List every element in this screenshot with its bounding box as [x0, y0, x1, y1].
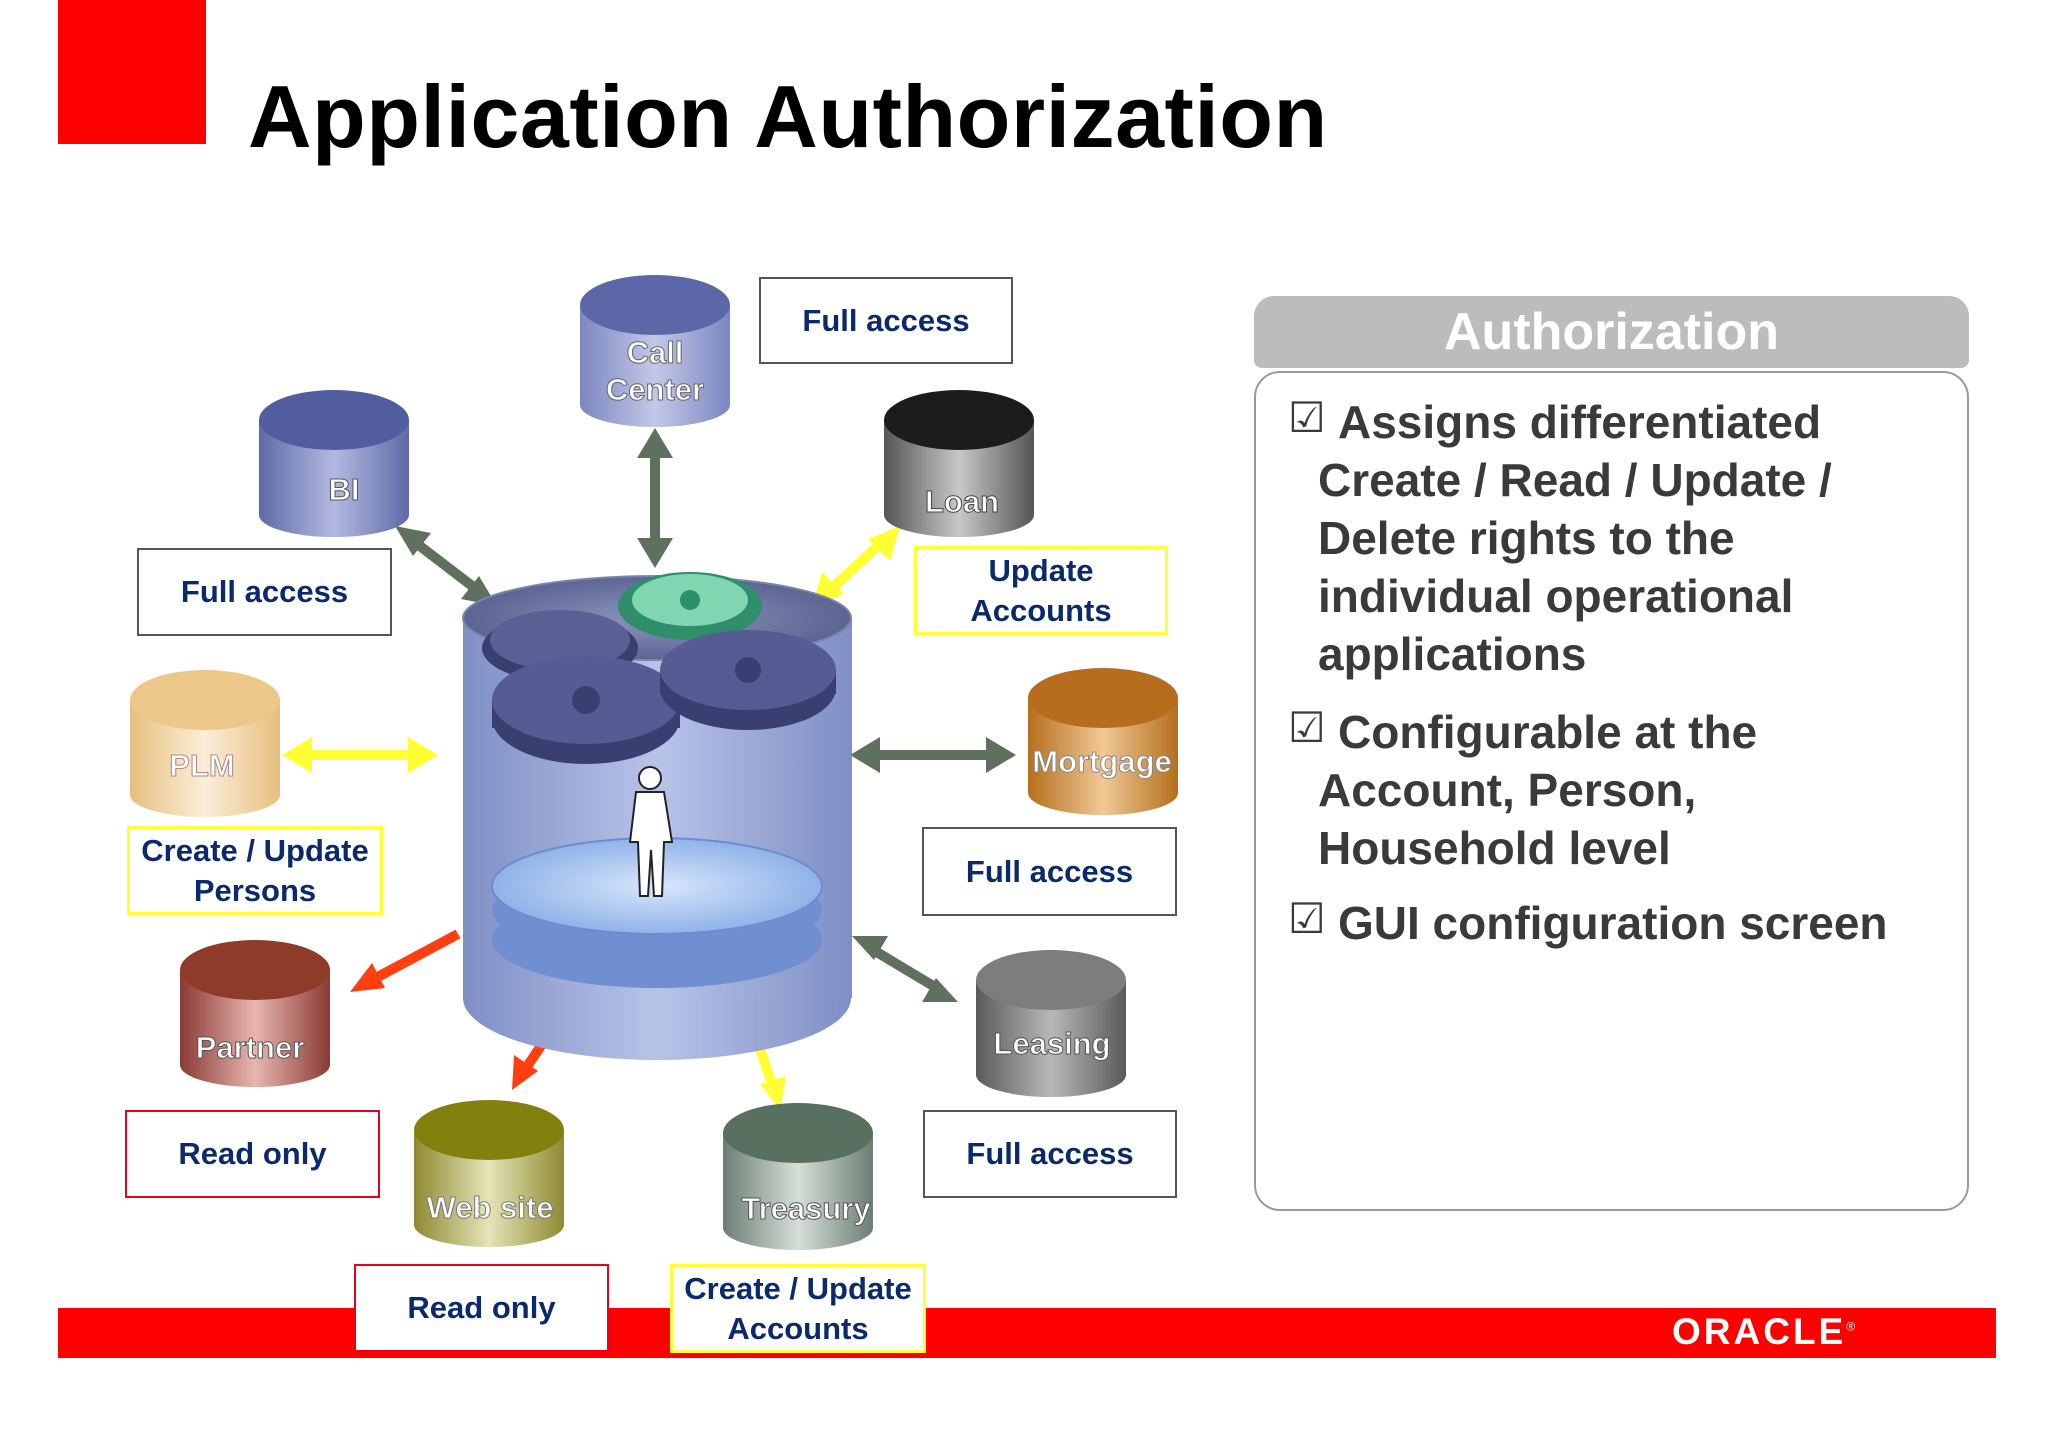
cylinder-label-bi: BI — [329, 472, 360, 507]
bullet-1-line-2: Create / Read / Update / — [1318, 454, 1832, 506]
bullet-1-line-3: Delete rights to the — [1318, 512, 1735, 564]
cylinder-label-loan: Loan — [925, 484, 999, 519]
cylinder-label-plm: PLM — [169, 748, 234, 783]
cylinder-loan: Loan — [884, 390, 1034, 537]
arrow-callcenter — [637, 428, 673, 568]
access-label-website: Read only — [354, 1264, 609, 1352]
access-label-callcenter: Full access — [759, 277, 1013, 364]
page-title: Application Authorization — [248, 67, 1328, 166]
cylinder-callcenter: Call Center — [580, 275, 730, 427]
cylinder-label-mortgage: Mortgage — [1032, 744, 1172, 779]
access-text-treasury-1: Create / Update — [684, 1270, 912, 1306]
access-label-leasing: Full access — [923, 1110, 1177, 1198]
access-text-treasury-2: Accounts — [727, 1310, 869, 1346]
cylinder-website: Web site — [414, 1100, 564, 1247]
authorization-panel — [1254, 371, 1969, 1211]
person-icon — [628, 766, 674, 897]
access-text-callcenter: Full access — [802, 302, 970, 338]
access-text-plm-1: Create / Update — [141, 832, 369, 868]
authorization-bullet-3: ☑ GUI configuration screen — [1288, 894, 1978, 952]
authorization-bullet-2: ☑ Configurable at the Account, Person, H… — [1288, 703, 1978, 877]
brand-red-square — [58, 0, 206, 144]
arrow-plm — [282, 737, 438, 773]
access-text-plm-2: Persons — [193, 872, 317, 908]
gears-icon — [482, 572, 836, 764]
arrow-loan — [812, 526, 900, 607]
cylinder-label-callcenter-2: Center — [606, 372, 704, 407]
bullet-1-first-line: Assigns differentiated — [1338, 396, 1822, 448]
cylinder-label-website: Web site — [427, 1190, 554, 1225]
access-text-website: Read only — [407, 1290, 556, 1325]
access-text-loan-2: Accounts — [970, 592, 1112, 628]
checkbox-checked-icon: ☑ — [1288, 703, 1326, 752]
cylinder-label-partner: Partner — [196, 1030, 305, 1065]
authorization-bullet-1: ☑ Assigns differentiated Create / Read /… — [1288, 393, 1978, 683]
cylinder-partner: Partner — [180, 940, 330, 1087]
access-text-loan-1: Update — [988, 552, 1094, 588]
checkbox-checked-icon: ☑ — [1288, 393, 1326, 442]
cylinder-mortgage: Mortgage — [1028, 668, 1178, 815]
access-text-mortgage: Full access — [965, 853, 1134, 889]
bullet-1-line-5: applications — [1318, 628, 1587, 680]
access-label-mortgage: Full access — [922, 827, 1177, 916]
cylinder-label-leasing: Leasing — [993, 1026, 1110, 1061]
oracle-logo: ORACLE® — [1672, 1311, 1856, 1352]
cylinder-bi: BI — [259, 390, 409, 537]
access-text-bi: Full access — [180, 574, 349, 609]
arrow-leasing — [852, 936, 958, 1002]
access-label-partner: Read only — [125, 1110, 380, 1198]
cylinder-leasing: Leasing — [976, 950, 1126, 1097]
arrow-bi — [395, 526, 497, 606]
cylinder-plm: PLM — [130, 670, 280, 817]
cylinder-treasury: Treasury — [723, 1103, 873, 1250]
access-text-partner: Read only — [178, 1136, 327, 1171]
authorization-header: Authorization — [1254, 296, 1969, 368]
bullet-2-line-2: Account, Person, — [1318, 764, 1697, 816]
bullet-3-first-line: GUI configuration screen — [1338, 897, 1888, 949]
cylinder-label-callcenter-1: Call — [627, 335, 684, 370]
checkbox-checked-icon: ☑ — [1288, 894, 1326, 943]
central-hub — [462, 572, 852, 1060]
bullet-1-line-4: individual operational — [1318, 570, 1794, 622]
bullet-2-line-3: Household level — [1318, 822, 1671, 874]
access-label-bi: Full access — [137, 548, 392, 636]
arrow-mortgage — [850, 737, 1016, 773]
arrow-partner — [350, 929, 461, 992]
cylinder-label-treasury: Treasury — [741, 1191, 871, 1226]
access-text-leasing: Full access — [966, 1136, 1134, 1171]
bullet-2-first-line: Configurable at the — [1338, 706, 1758, 758]
